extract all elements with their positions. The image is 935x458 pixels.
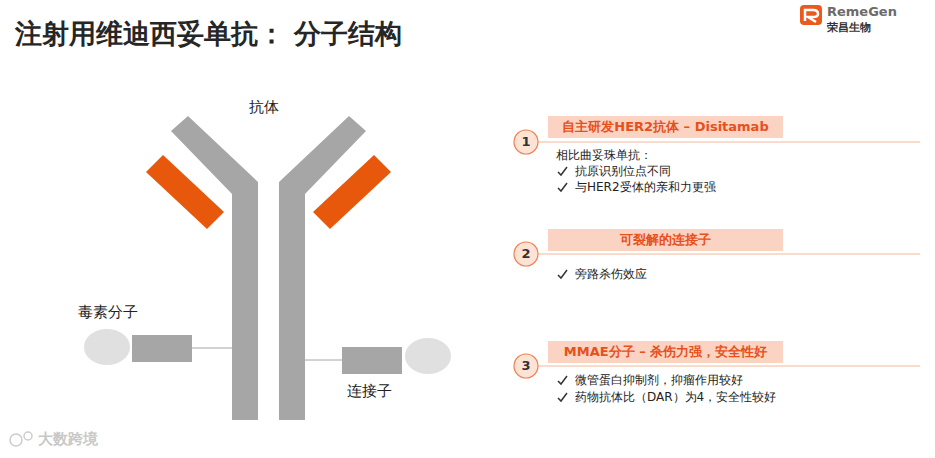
section-header: MMAE分子 – 杀伤力强，安全性好 xyxy=(548,341,783,363)
bullet-text: 微管蛋白抑制剂，抑瘤作用较好 xyxy=(575,373,743,387)
section-header: 可裂解的连接子 xyxy=(548,229,783,251)
callout-number-text: 2 xyxy=(521,246,530,262)
antibody xyxy=(146,116,391,420)
callout-number: 2 xyxy=(513,241,539,267)
bullet-text: 抗原识别位点不同 xyxy=(575,164,671,178)
watermark-icon xyxy=(10,432,32,446)
bullet-text: 药物抗体比（DAR）为4，安全性较好 xyxy=(575,390,776,404)
part-label: 毒素分子 xyxy=(78,303,138,321)
callout-number: 1 xyxy=(513,129,539,155)
drug-conjugate xyxy=(84,329,451,374)
logo-icon xyxy=(800,5,822,25)
section-header-text: 自主研发HER2抗体 – Disitamab xyxy=(562,119,768,135)
page-title: 注射用维迪西妥单抗： 分子结构 xyxy=(15,18,402,50)
watermark: 大数跨境 xyxy=(38,430,98,448)
check-mark xyxy=(558,167,567,401)
part-label: 连接子 xyxy=(347,382,392,400)
logo-text: 荣昌生物 xyxy=(827,21,871,34)
section-rule xyxy=(537,142,920,366)
callout-circle-outline xyxy=(514,354,538,378)
callout-number-text: 3 xyxy=(521,358,530,374)
bullet-text: 旁路杀伤效应 xyxy=(575,267,647,281)
logo-text: RemeGen xyxy=(827,4,897,20)
callout-number: 3 xyxy=(513,353,539,379)
section-header: 自主研发HER2抗体 – Disitamab xyxy=(548,116,783,138)
bullet-text: 与HER2受体的亲和力更强 xyxy=(575,180,716,194)
bullet-text: 相比曲妥珠单抗： xyxy=(556,148,652,162)
callout-circle-outline xyxy=(514,242,538,266)
callout-number-text: 1 xyxy=(521,134,530,150)
part-label: 抗体 xyxy=(249,98,279,116)
section-header-text: 可裂解的连接子 xyxy=(620,232,711,248)
section-header-text: MMAE分子 – 杀伤力强，安全性好 xyxy=(564,344,767,360)
callout-circle-outline xyxy=(514,130,538,154)
